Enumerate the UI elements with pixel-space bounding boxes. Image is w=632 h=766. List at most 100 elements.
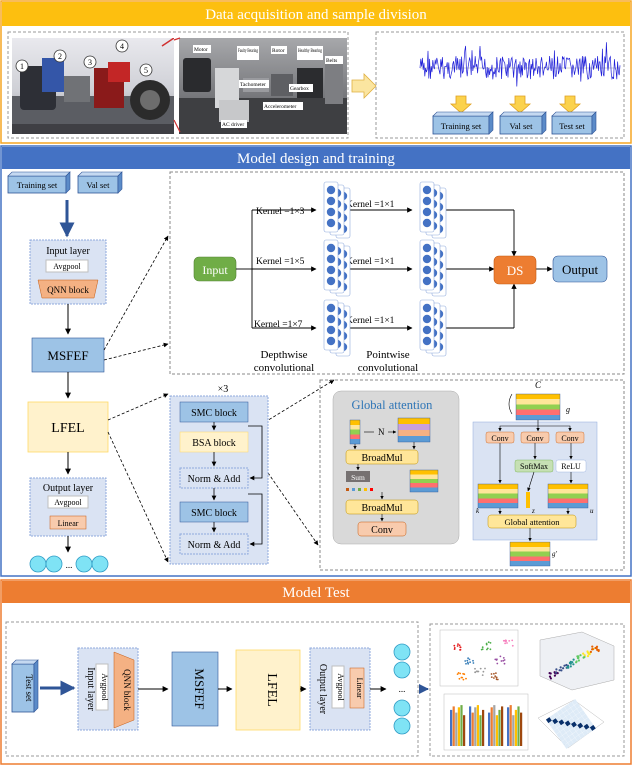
input-avgpool: Avgpool: [53, 262, 81, 271]
output-layer-label: Output layer: [43, 483, 94, 494]
callout-3: 3: [88, 58, 92, 67]
output-neurons: [29, 555, 109, 573]
input-qnn-block: QNN block: [47, 285, 89, 295]
banner-data-acquisition-title: Data acquisition and sample division: [205, 7, 427, 23]
label-accelerometer: Accelerometer: [264, 104, 297, 110]
bsa-global-attention: [487, 514, 577, 529]
test-rig-photo-2: Motor Faulty Bearing Rotor Healthy Beari…: [179, 38, 347, 134]
ga-sum: [346, 471, 370, 482]
confusion-matrix-thumbnail: [537, 699, 605, 749]
output-layer: Output layer Avgpool Linear: [29, 477, 107, 537]
banner-model-test-title: Model Test: [282, 585, 350, 601]
msfef-output-label: Output: [562, 262, 599, 277]
lfel-block: [27, 401, 109, 453]
lfel-label: LFEL: [51, 421, 84, 436]
ga-conv: [357, 521, 407, 537]
broadmul-2-label: BroadMul: [361, 503, 402, 514]
msfef-input-label: Input: [202, 263, 228, 277]
callout-5: 5: [144, 66, 148, 75]
left-val-label: Val set: [87, 180, 111, 190]
split-training-label: Training set: [441, 121, 482, 131]
test-input-qnn: QNN block: [122, 669, 132, 711]
test-input-avgpool: Avgpool: [100, 673, 109, 701]
section-3-frame: [0, 579, 632, 765]
callout-1: 1: [20, 62, 24, 71]
output-ellipsis: ...: [66, 560, 73, 570]
ga-conv-label: Conv: [371, 525, 393, 536]
bsa-relu-label: ReLU: [561, 462, 581, 471]
split-training: Training set: [432, 111, 494, 135]
split-test-label: Test set: [559, 121, 585, 131]
arrow-to-signal: [351, 73, 377, 99]
left-training-set: Training set: [7, 171, 71, 194]
section-1-frame: [0, 0, 632, 144]
ds-label: DS: [507, 263, 524, 278]
global-attention-title: Global attention: [352, 398, 434, 412]
bsa-block-label: BSA block: [192, 438, 236, 449]
smc-block-2-label: SMC block: [191, 508, 237, 519]
output-avgpool: Avgpool: [54, 498, 82, 507]
left-val-set: Val set: [77, 171, 123, 194]
label-gearbox: Gearbox: [290, 86, 309, 92]
smc-block-1-label: SMC block: [191, 408, 237, 419]
banner-model-design-title: Model design and training: [237, 151, 395, 167]
banner-data-acquisition: [2, 2, 630, 26]
test-output-linear: Linear: [355, 678, 364, 699]
test-pipeline-frame: [5, 621, 419, 757]
label-tachometer: Tachometer: [240, 82, 266, 88]
bar-chart-thumbnail: [443, 693, 529, 751]
test-set-label: Test set: [24, 674, 34, 702]
msfef-output-box: [552, 255, 608, 283]
label-rotor: Rotor: [272, 48, 285, 54]
ds-box: [493, 255, 537, 285]
conv-neuron-stacks: [323, 181, 447, 357]
bsa-global-attention-label: Global attention: [504, 517, 560, 527]
test-input-layer-label: Input layer: [85, 667, 96, 711]
label-motor: Motor: [194, 47, 208, 53]
bsa-u: u: [590, 507, 594, 515]
output-linear: Linear: [58, 519, 79, 528]
kernel-dw-2: Kernel =1×5: [256, 257, 305, 267]
kernel-pw-3: Kernel =1×1: [346, 316, 395, 326]
bsa-g-prime: g': [552, 550, 558, 558]
ga-sum-label: Sum: [351, 473, 365, 482]
test-output-neurons: [393, 643, 411, 735]
bsa-conv-3: [555, 431, 585, 444]
broadmul-1-label: BroadMul: [361, 453, 402, 464]
arrow-val: [508, 95, 532, 114]
split-val-label: Val set: [510, 121, 534, 131]
broadmul-1: [345, 449, 419, 465]
arrow-training: [449, 95, 473, 114]
tsne-plot-thumbnail: [439, 629, 519, 687]
norm-add-2-label: Norm & Add: [188, 540, 241, 551]
input-layer-label: Input layer: [46, 246, 90, 257]
bsa-c: C: [535, 380, 542, 390]
label-ac-driver: AC driver: [222, 122, 244, 128]
bsa-z: z: [531, 507, 535, 515]
test-lfel: [235, 649, 301, 731]
kernel-dw-3: Kernel =1×7: [254, 320, 303, 330]
test-input-layer: Input layer Avgpool QNN block: [77, 647, 139, 731]
kernel-pw-2: Kernel =1×1: [346, 257, 395, 267]
msfef-block: [31, 337, 105, 373]
test-output-layer-label: Output layer: [317, 664, 328, 715]
test-output-layer: Output layer Avgpool Linear: [309, 647, 371, 731]
photos-frame: [7, 31, 349, 139]
test-msfef: [171, 651, 219, 727]
callout-2: 2: [58, 52, 62, 61]
split-test: Test set: [551, 111, 597, 135]
input-layer: Input layer Avgpool QNN block: [29, 239, 107, 305]
split-val: Val set: [499, 111, 547, 135]
msfef-label: MSFEF: [47, 348, 88, 363]
kernel-pw-1: Kernel =1×1: [346, 200, 395, 210]
global-attention-panel: [332, 390, 460, 545]
left-training-label: Training set: [17, 180, 58, 190]
ga-n: N: [378, 427, 385, 437]
test-lfel-label: LFEL: [264, 673, 279, 706]
test-output-avgpool: Avgpool: [336, 673, 345, 701]
norm-add-1-label: Norm & Add: [188, 474, 241, 485]
label-belts: Belts: [326, 58, 337, 64]
3d-scatter-thumbnail: [539, 631, 615, 691]
signal-frame: [375, 31, 625, 139]
